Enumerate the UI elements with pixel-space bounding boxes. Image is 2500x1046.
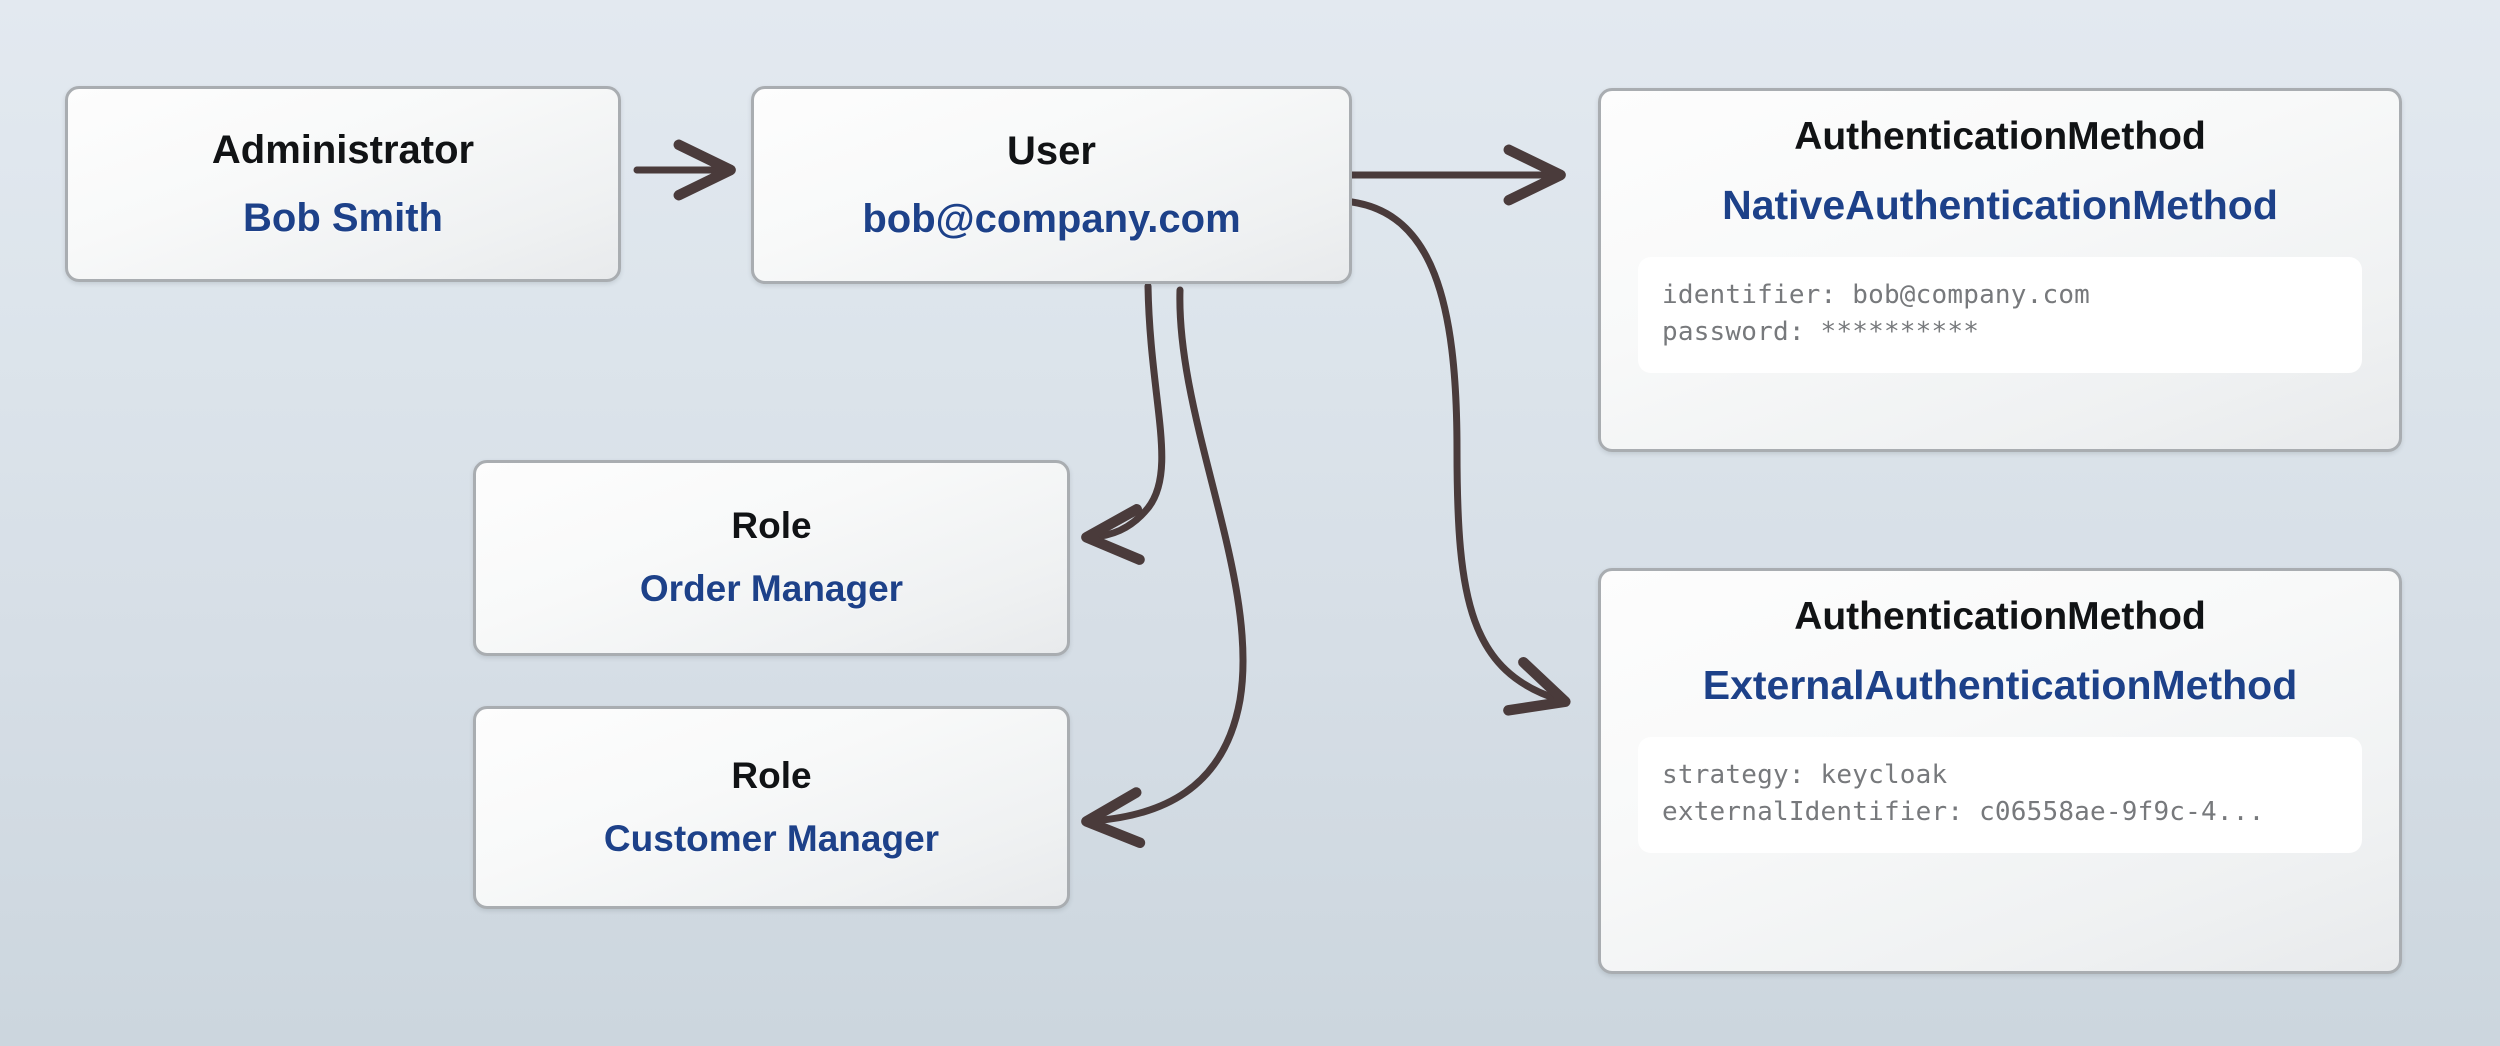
node-role-order-manager-type: Role (731, 505, 812, 547)
node-role-customer-manager-type: Role (731, 754, 812, 796)
node-user[interactable]: User bob@company.com (751, 86, 1352, 284)
node-external-auth-type: AuthenticationMethod (1794, 595, 2206, 638)
edge-user-to-role-customer-manager (1081, 286, 1247, 848)
node-external-auth-label: ExternalAuthenticationMethod (1702, 661, 2298, 708)
node-user-label: bob@company.com (862, 197, 1241, 241)
node-role-order-manager[interactable]: Role Order Manager (473, 460, 1070, 656)
native-auth-detail-identifier: identifier: bob@company.com (1662, 279, 2091, 310)
node-role-customer-manager[interactable]: Role Customer Manager (473, 706, 1070, 909)
node-native-auth[interactable]: AuthenticationMethod NativeAuthenticatio… (1598, 88, 2402, 452)
external-auth-detail-strategy: strategy: keycloak (1662, 759, 1948, 790)
node-role-order-manager-label: Order Manager (639, 568, 904, 609)
external-auth-detail-panel: strategy: keycloak externalIdentifier: c… (1638, 736, 2362, 853)
native-auth-detail-password: password: ********** (1662, 316, 1980, 347)
node-administrator-type: Administrator (211, 128, 475, 172)
node-native-auth-type: AuthenticationMethod (1794, 115, 2206, 158)
edge-user-to-external-auth (1348, 198, 1571, 716)
node-administrator-label: Bob Smith (243, 196, 443, 240)
node-administrator[interactable]: Administrator Bob Smith (65, 86, 621, 282)
node-native-auth-label: NativeAuthenticationMethod (1722, 181, 2278, 228)
external-auth-detail-external-identifier: externalIdentifier: c06558ae-9f9c-4... (1662, 796, 2265, 827)
native-auth-detail-panel: identifier: bob@company.com password: **… (1638, 256, 2362, 373)
node-user-type: User (1007, 129, 1096, 173)
node-role-customer-manager-label: Customer Manager (603, 817, 940, 859)
node-external-auth[interactable]: AuthenticationMethod ExternalAuthenticat… (1598, 568, 2402, 974)
edge-user-to-role-order-manager (1081, 282, 1166, 565)
